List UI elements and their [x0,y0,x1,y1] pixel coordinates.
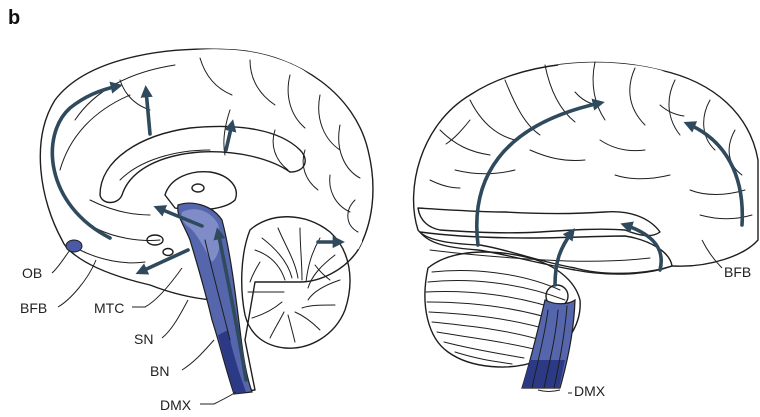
label-sn-medial: SN [134,331,153,347]
label-bfb-lateral: BFB [724,264,751,280]
label-bn-medial: BN [150,363,169,379]
medial-brain-view: OB BFB MTC SN BN DMX [20,49,373,413]
lateral-brain-view: DMX BFB [414,58,758,399]
label-dmx-lateral: DMX [574,383,606,399]
label-bfb-medial: BFB [20,300,47,316]
label-mtc-medial: MTC [94,300,124,316]
lateral-unshaded-cortex [430,58,699,216]
panel-label: b [8,7,20,29]
label-ob-medial: OB [22,265,42,281]
label-dmx-medial: DMX [160,397,192,413]
olfactory-bulb [66,240,82,252]
